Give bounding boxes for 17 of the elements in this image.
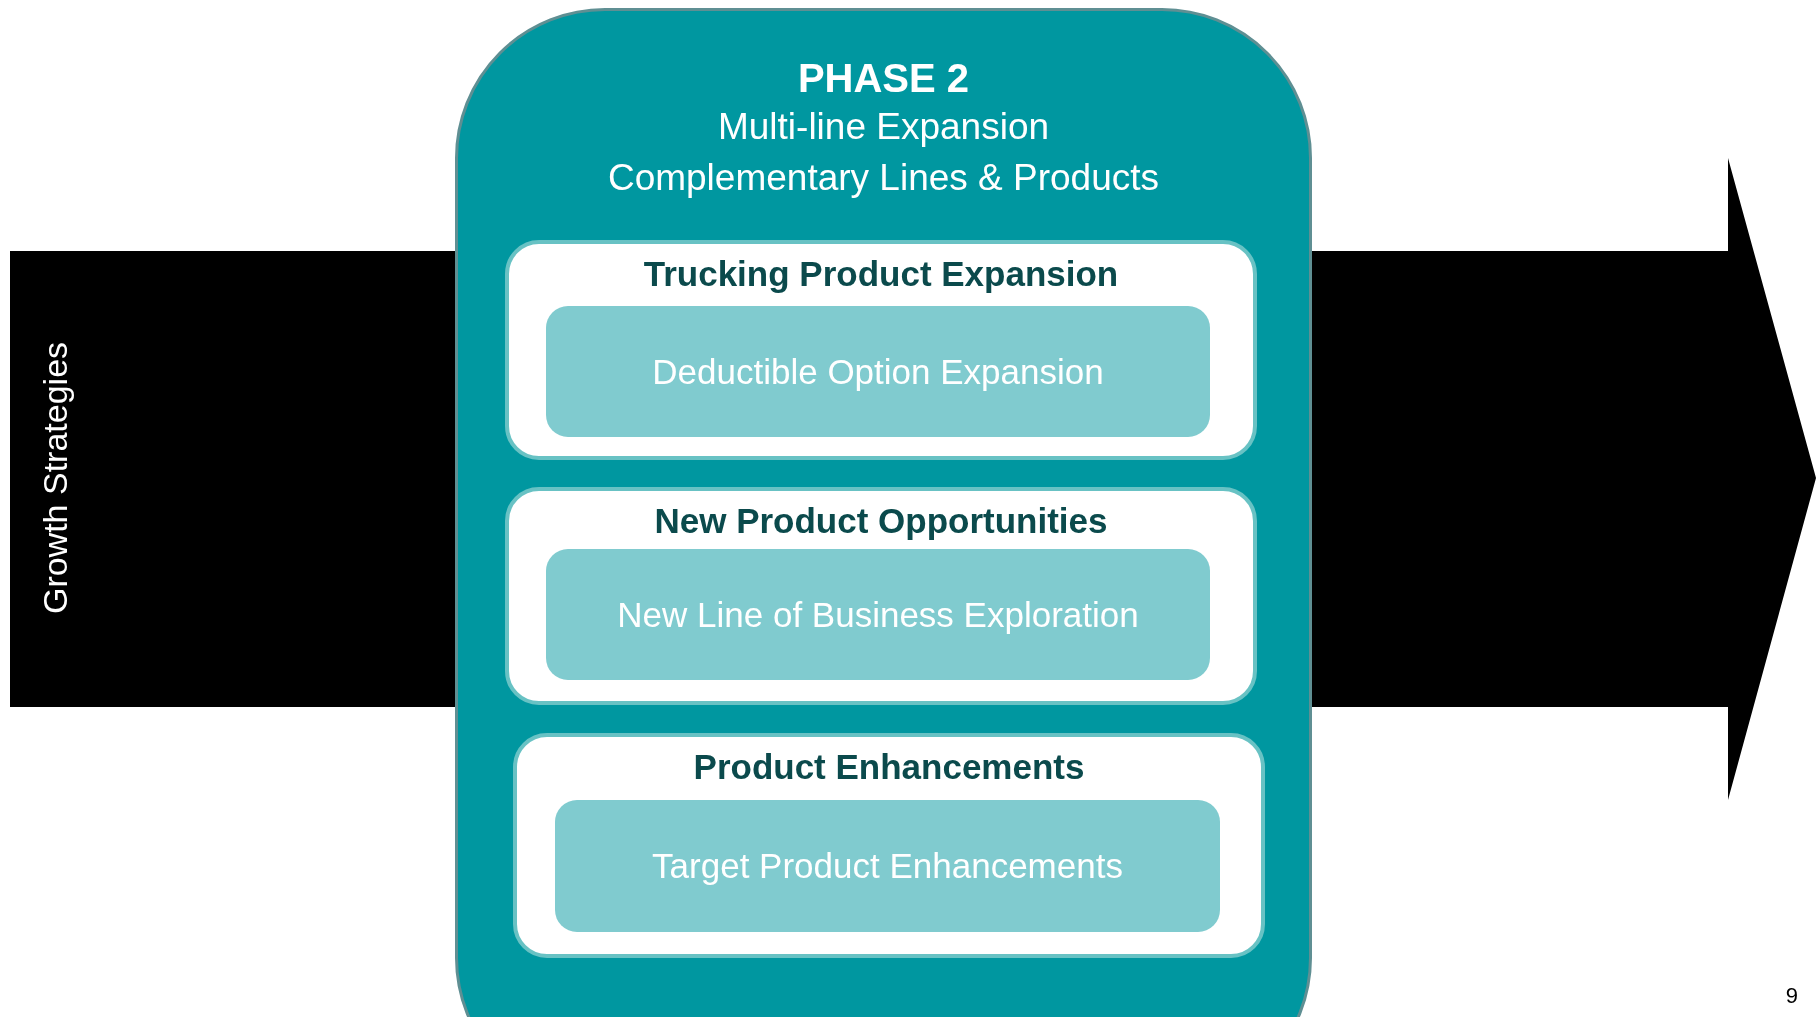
phase-subtitle: Complementary Lines & Products — [606, 157, 1161, 199]
phase-subtitle: Multi-line Expansion — [716, 106, 1051, 148]
group-card — [513, 733, 1265, 958]
item-label: Target Product Enhancements — [652, 846, 1123, 886]
page-number: 9 — [1785, 983, 1798, 1009]
group-card — [505, 240, 1257, 460]
group-heading: Product Enhancements — [692, 747, 1086, 787]
item-box — [546, 549, 1210, 680]
group-heading: Trucking Product Expansion — [642, 254, 1120, 294]
item-box — [546, 306, 1210, 437]
group-card — [505, 487, 1257, 705]
item-box — [555, 800, 1220, 932]
band-label: Growth Strategies — [35, 341, 75, 615]
item-label: Deductible Option Expansion — [652, 351, 1104, 392]
item-label: New Line of Business Exploration — [617, 594, 1139, 635]
group-heading: New Product Opportunities — [653, 501, 1109, 541]
phase-title: PHASE 2 — [796, 56, 971, 101]
